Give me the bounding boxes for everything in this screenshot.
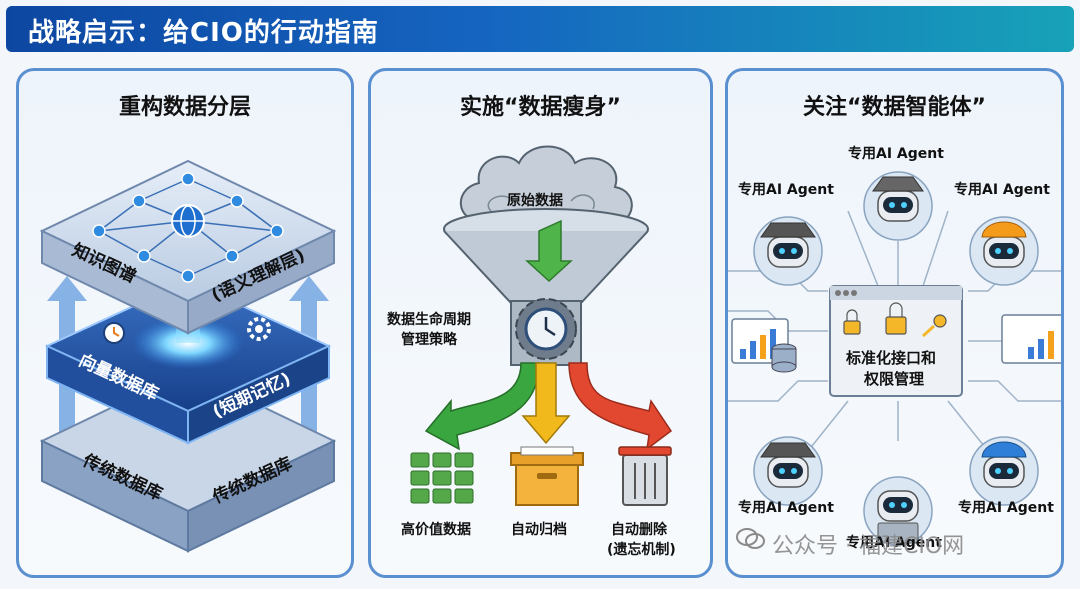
green-output-arrow — [424, 362, 540, 451]
output-label-high-value: 高价值数据 — [401, 522, 471, 538]
red-output-arrow — [568, 362, 673, 451]
top-layer — [39, 159, 337, 335]
agent-label-top-right: 专用AI Agent — [954, 182, 1050, 198]
watermark-text: 公众号 · 福建CIO网 — [772, 534, 965, 559]
folder-grid-icon — [410, 452, 474, 504]
agent-label-bottom-right: 专用AI Agent — [958, 500, 1054, 516]
archive-box-icon — [510, 446, 584, 506]
center-interface-window — [829, 285, 963, 397]
wechat-icon — [736, 528, 765, 549]
panel-data-layering: 重构数据分层 — [16, 68, 354, 578]
gear-icon — [247, 317, 271, 341]
output-sublabel-forgetting: (遗忘机制) — [607, 542, 676, 558]
output-label-archive: 自动归档 — [511, 522, 567, 538]
center-label-line1: 标准化接口和 — [846, 349, 937, 367]
robot-agent-icon — [753, 171, 1039, 546]
agent-label-top: 专用AI Agent — [848, 146, 944, 162]
green-down-arrow — [525, 219, 573, 283]
header-banner: 战略启示：给CIO的行动指南 — [6, 6, 1074, 52]
middle-layer — [44, 251, 332, 445]
lock-icon — [843, 302, 907, 335]
raw-data-cloud — [459, 145, 633, 227]
yellow-output-arrow — [521, 362, 571, 445]
layer-stack-illustration — [39, 159, 337, 553]
lifecycle-label-line1: 数据生命周期 — [387, 312, 471, 328]
funnel-illustration — [410, 145, 673, 506]
agent-network-illustration — [728, 171, 1061, 546]
page-title: 战略启示：给CIO的行动指南 — [28, 18, 379, 48]
key-icon — [921, 314, 947, 338]
raw-data-label: 原始数据 — [507, 193, 563, 209]
agent-label-top-left: 专用AI Agent — [738, 182, 834, 198]
agent-label-bottom-left: 专用AI Agent — [738, 500, 834, 516]
panel-data-agents: 关注“数据智能体” — [725, 68, 1064, 578]
database-icon — [771, 343, 797, 373]
panel-data-slimming: 实施“数据瘦身” — [368, 68, 713, 578]
lifecycle-label-line2: 管理策略 — [401, 332, 457, 348]
center-label-line2: 权限管理 — [864, 370, 925, 388]
clock-gear-icon — [515, 298, 577, 360]
panel-title-slimming: 实施“数据瘦身” — [460, 95, 621, 120]
trash-can-icon — [618, 446, 672, 506]
panel-title-agents: 关注“数据智能体” — [803, 95, 986, 120]
output-label-delete: 自动删除 — [611, 522, 667, 538]
panel-title-layering: 重构数据分层 — [118, 95, 251, 120]
right-chart-window — [1001, 314, 1061, 364]
agent-label-bottom: 专用AI Agent — [846, 535, 942, 551]
